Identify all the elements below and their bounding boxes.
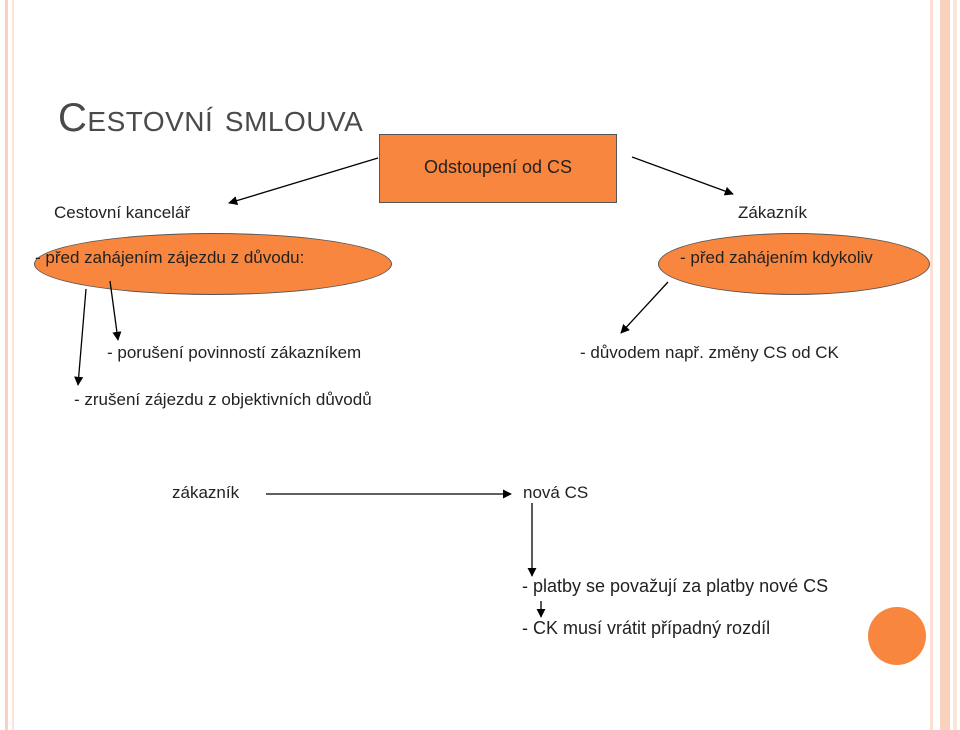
arrow-box-to-ck xyxy=(228,157,379,205)
arrow-to-poruseni xyxy=(109,280,122,341)
label-cestovni-kancelar: Cestovní kancelář xyxy=(54,203,191,222)
right-oval-text: - před zahájením kdykoliv xyxy=(680,248,873,267)
flow-from-label: zákazník xyxy=(172,483,240,502)
decorative-circle xyxy=(868,607,926,665)
left-condition-oval xyxy=(34,233,392,295)
decorative-stripe xyxy=(12,0,14,730)
arrow-to-zruseni xyxy=(74,288,87,386)
flow-to-label: nová CS xyxy=(523,483,589,502)
arrow-box-to-zakaznik xyxy=(631,156,734,196)
central-box: Odstoupení od CS xyxy=(379,134,617,203)
reason-zruseni: - zrušení zájezdu z objektivních důvodů xyxy=(74,390,372,409)
arrow-to-duvod xyxy=(620,281,669,334)
consequence-rozdil: - CK musí vrátit případný rozdíl xyxy=(522,618,771,638)
central-box-label: Odstoupení od CS xyxy=(423,157,573,177)
decorative-stripe xyxy=(953,0,957,730)
decorative-stripe xyxy=(930,0,933,730)
reason-poruseni: - porušení povinností zákazníkem xyxy=(107,343,362,362)
decorative-stripe xyxy=(5,0,8,730)
reason-duvod: - důvodem např. změny CS od CK xyxy=(580,343,839,362)
consequence-platby: - platby se považují za platby nové CS xyxy=(522,576,829,596)
decorative-stripe xyxy=(940,0,950,730)
right-condition-oval xyxy=(658,233,930,295)
slide-title: Cestovní smlouva xyxy=(58,96,364,140)
label-zakaznik: Zákazník xyxy=(738,203,807,222)
left-oval-text: - před zahájením zájezdu z důvodu: xyxy=(35,248,305,267)
